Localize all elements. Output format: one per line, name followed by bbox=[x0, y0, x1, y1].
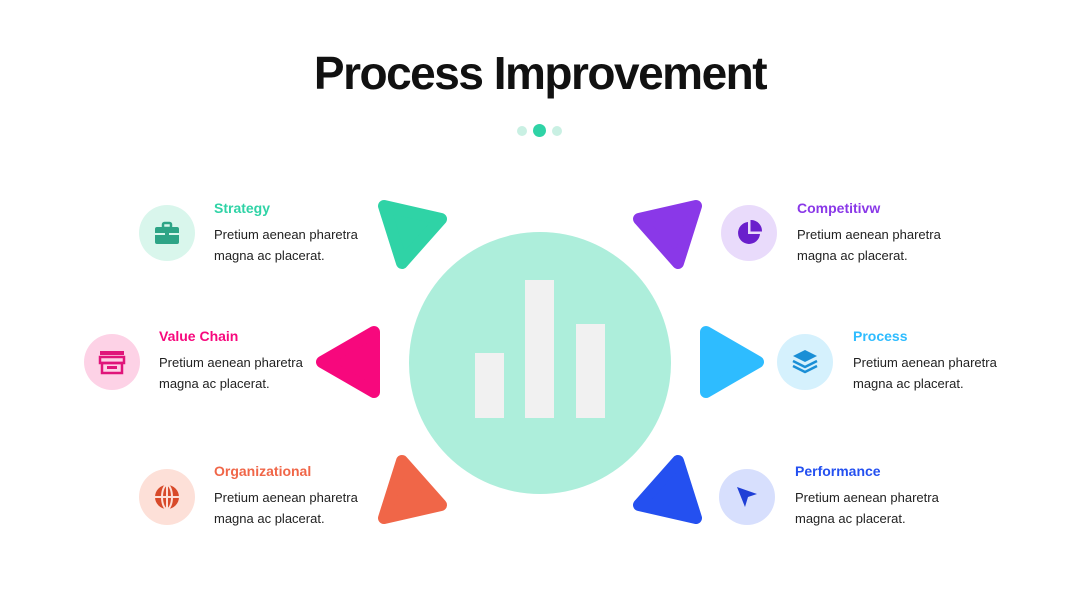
triangle-performance bbox=[633, 455, 702, 524]
competitive-title: Competitivw bbox=[797, 200, 881, 216]
bar-chart-icon bbox=[475, 280, 605, 418]
triangle-organizational bbox=[378, 455, 447, 524]
competitive-desc-line-1: Pretium aenean pharetra bbox=[797, 227, 941, 242]
strategy-description: Pretium aenean pharetra magna ac placera… bbox=[214, 224, 384, 266]
performance-description: Pretium aenean pharetra magna ac placera… bbox=[795, 487, 965, 529]
organizational-description: Pretium aenean pharetra magna ac placera… bbox=[214, 487, 384, 529]
triangle-competitive bbox=[633, 200, 702, 269]
performance-icon-circle bbox=[719, 469, 775, 525]
triangle-process bbox=[700, 326, 764, 398]
organizational-desc-line-2: magna ac placerat. bbox=[214, 511, 325, 526]
value-chain-description: Pretium aenean pharetra magna ac placera… bbox=[159, 352, 329, 394]
process-title: Process bbox=[853, 328, 908, 344]
performance-desc-line-1: Pretium aenean pharetra bbox=[795, 490, 939, 505]
value-chain-desc-line-2: magna ac placerat. bbox=[159, 376, 270, 391]
slide-title: Process Improvement bbox=[313, 47, 768, 99]
briefcase-icon bbox=[155, 221, 179, 244]
performance-title: Performance bbox=[795, 463, 881, 479]
strategy-desc-line-1: Pretium aenean pharetra bbox=[214, 227, 358, 242]
globe-icon bbox=[155, 484, 179, 510]
performance-desc-line-2: magna ac placerat. bbox=[795, 511, 906, 526]
organizational-desc-line-1: Pretium aenean pharetra bbox=[214, 490, 358, 505]
pagination-dot bbox=[517, 126, 527, 136]
value-chain-title: Value Chain bbox=[159, 328, 239, 344]
cursor-arrow-icon bbox=[737, 487, 757, 507]
triangle-strategy bbox=[378, 200, 447, 269]
value-chain-icon-circle bbox=[84, 334, 140, 390]
pagination-dot bbox=[552, 126, 562, 136]
competitive-desc-line-2: magna ac placerat. bbox=[797, 248, 908, 263]
process-desc-line-2: magna ac placerat. bbox=[853, 376, 964, 391]
competitive-icon-circle bbox=[721, 205, 777, 261]
pagination-dots bbox=[515, 124, 565, 138]
triangle-value-chain bbox=[316, 326, 380, 398]
strategy-title: Strategy bbox=[214, 200, 271, 216]
process-desc-line-1: Pretium aenean pharetra bbox=[853, 355, 997, 370]
strategy-icon-circle bbox=[139, 205, 195, 261]
pie-chart-icon bbox=[738, 219, 763, 244]
strategy-desc-line-2: magna ac placerat. bbox=[214, 248, 325, 263]
process-description: Pretium aenean pharetra magna ac placera… bbox=[853, 352, 1023, 394]
process-icon-circle bbox=[777, 334, 833, 390]
layers-icon bbox=[792, 350, 818, 374]
value-chain-desc-line-1: Pretium aenean pharetra bbox=[159, 355, 303, 370]
competitive-description: Pretium aenean pharetra magna ac placera… bbox=[797, 224, 967, 266]
organizational-icon-circle bbox=[139, 469, 195, 525]
organizational-title: Organizational bbox=[214, 463, 312, 479]
center-circle bbox=[409, 232, 671, 494]
store-icon bbox=[98, 351, 126, 375]
pagination-dot-active bbox=[533, 124, 546, 137]
